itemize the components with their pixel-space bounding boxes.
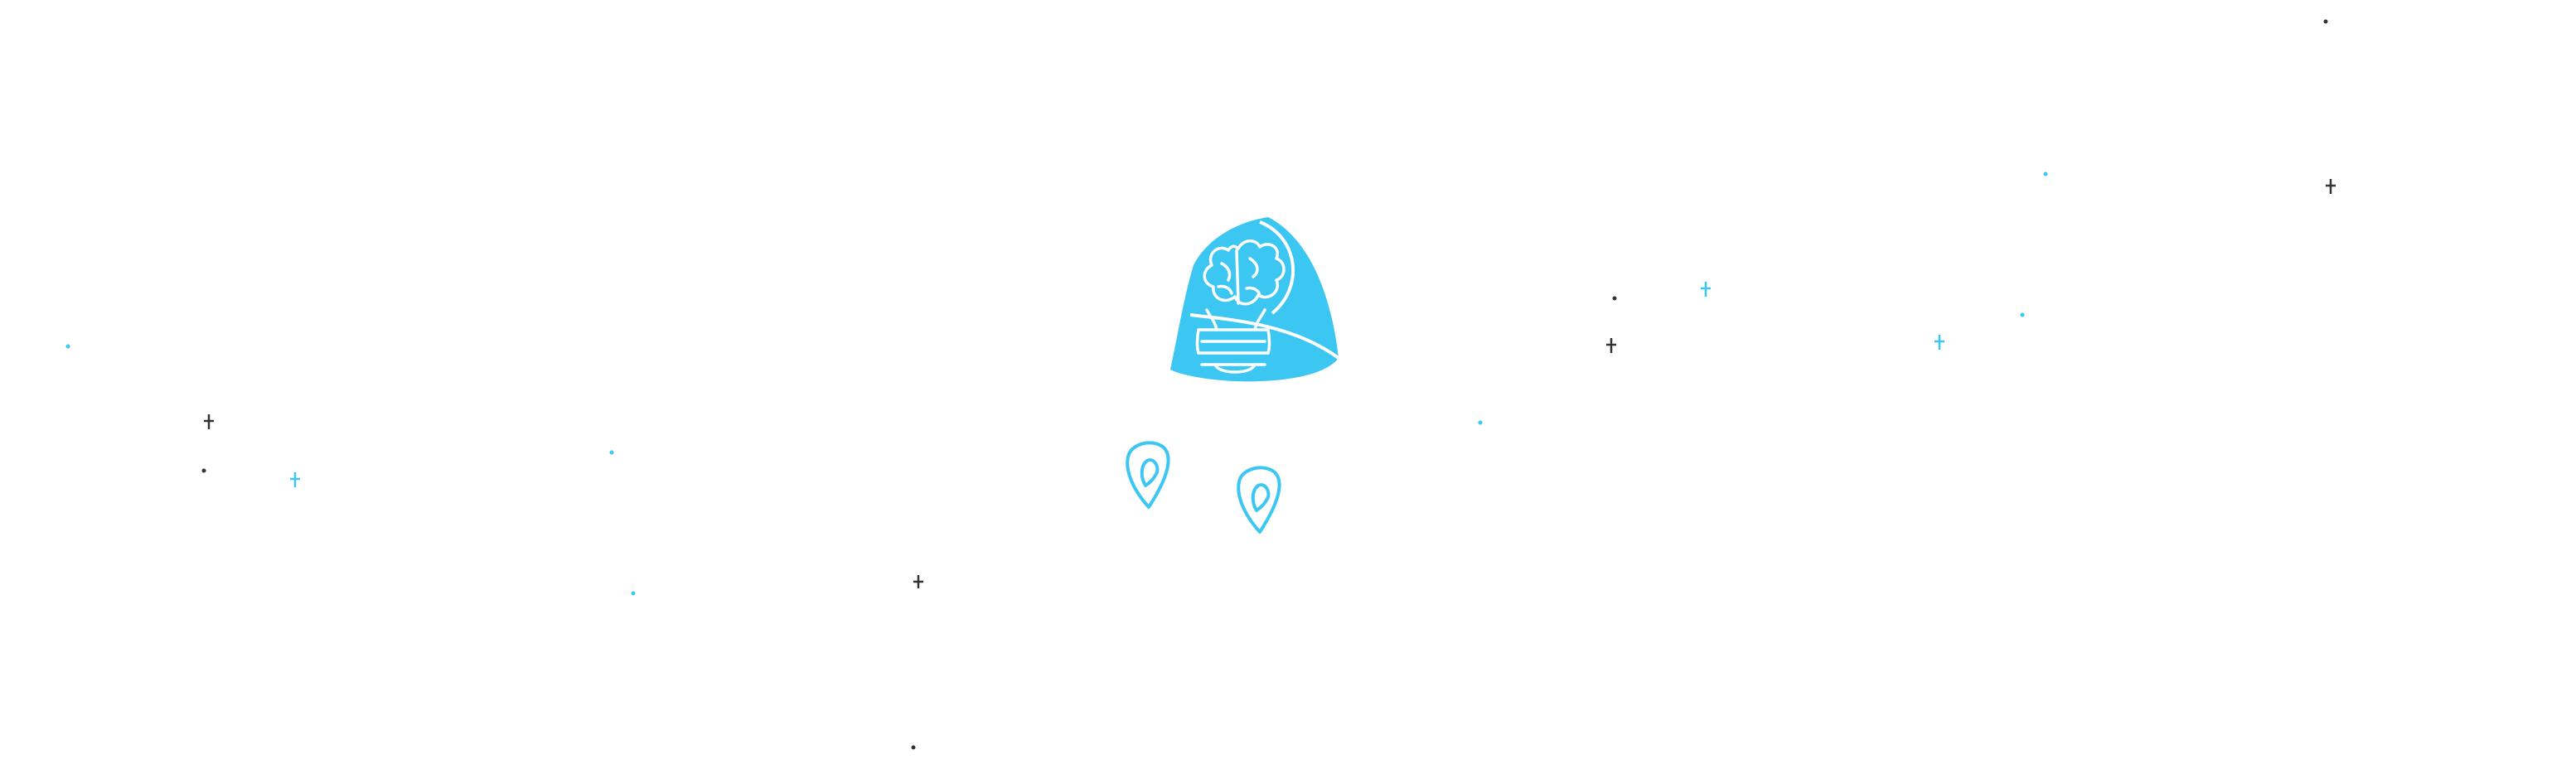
sparkle-icon [1606,338,1616,353]
sparkle-icon [1478,420,1483,425]
sparkle-icon [2020,312,2025,317]
sparkle-icon [201,468,206,473]
sparkle-icon [911,745,916,750]
sparkle-icon [913,575,923,588]
sparkle-icon [2326,179,2336,194]
blob-sweep-line [1189,313,1340,360]
sparkle-icon [204,414,214,429]
sparkle-icon [2043,172,2048,176]
brain-lightbulb-icon [1195,239,1286,374]
sparkle-icon [2323,19,2328,24]
blob-inner-curve [1259,220,1295,315]
sparkle-icon [609,450,614,455]
sparkle-icon [1612,296,1617,301]
sparkle-icon [290,472,300,487]
sparkle-icon [1934,335,1944,350]
sparkle-icon [65,344,70,349]
map-pin-icon [1237,466,1281,534]
sparkles [65,19,2336,750]
sparkle-icon [631,591,636,596]
sparkle-icon [1701,282,1711,297]
map-pin-icon [1126,441,1170,509]
